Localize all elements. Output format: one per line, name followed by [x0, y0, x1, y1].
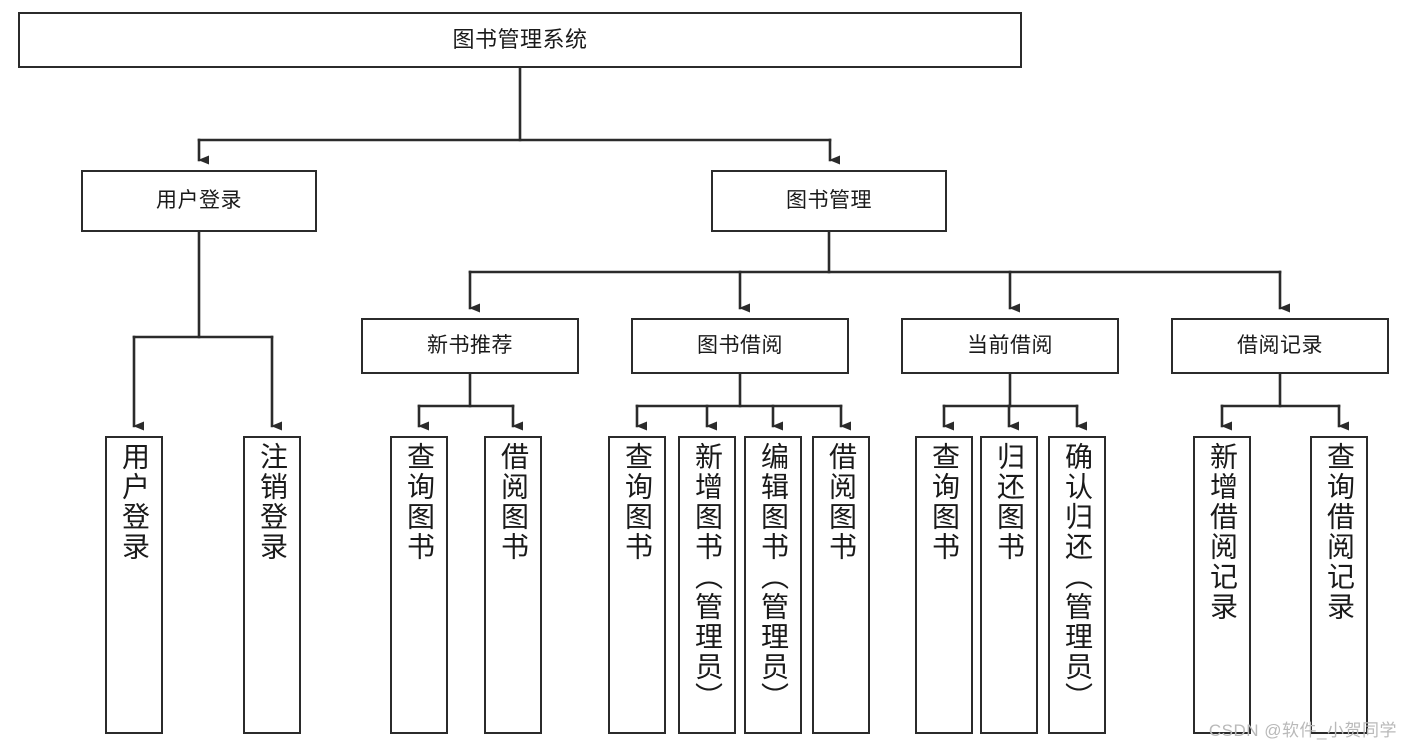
- leaf-return-book[interactable]: 归还图书: [980, 436, 1038, 734]
- leaf-add-book[interactable]: 新增图书（管理员）: [678, 436, 736, 734]
- node-label: 当前借阅: [967, 333, 1053, 357]
- leaf-borrow-book-1[interactable]: 借阅图书: [484, 436, 542, 734]
- node-borrow-record[interactable]: 借阅记录: [1171, 318, 1389, 374]
- node-book-borrow[interactable]: 图书借阅: [631, 318, 849, 374]
- node-label: 用户登录: [119, 442, 150, 562]
- node-label: 借阅图书: [498, 442, 529, 562]
- node-label: 归还图书: [994, 442, 1025, 562]
- node-label: 借阅图书: [826, 442, 857, 562]
- node-label: 图书管理系统: [452, 27, 588, 53]
- node-book-management[interactable]: 图书管理: [711, 170, 947, 232]
- node-label: 新书推荐: [427, 333, 513, 357]
- node-label: 图书借阅: [697, 333, 783, 357]
- node-label: 查询借阅记录: [1324, 442, 1355, 622]
- node-label: 编辑图书（管理员）: [758, 442, 789, 712]
- node-label: 查询图书: [929, 442, 960, 562]
- leaf-user-login[interactable]: 用户登录: [105, 436, 163, 734]
- leaf-user-logout[interactable]: 注销登录: [243, 436, 301, 734]
- node-label: 查询图书: [622, 442, 653, 562]
- node-label: 新增借阅记录: [1207, 442, 1238, 622]
- leaf-add-borrow-record[interactable]: 新增借阅记录: [1193, 436, 1251, 734]
- node-current-borrow[interactable]: 当前借阅: [901, 318, 1119, 374]
- leaf-query-book-2[interactable]: 查询图书: [608, 436, 666, 734]
- node-book-management-system[interactable]: 图书管理系统: [18, 12, 1022, 68]
- node-label: 查询图书: [404, 442, 435, 562]
- leaf-edit-book[interactable]: 编辑图书（管理员）: [744, 436, 802, 734]
- leaf-query-borrow-record[interactable]: 查询借阅记录: [1310, 436, 1368, 734]
- node-label: 注销登录: [257, 442, 288, 562]
- node-label: 图书管理: [786, 188, 872, 212]
- node-user-login[interactable]: 用户登录: [81, 170, 317, 232]
- node-label: 用户登录: [156, 188, 242, 212]
- leaf-query-book-1[interactable]: 查询图书: [390, 436, 448, 734]
- node-label: 借阅记录: [1237, 333, 1323, 357]
- node-label: 新增图书（管理员）: [692, 442, 723, 712]
- leaf-confirm-return[interactable]: 确认归还（管理员）: [1048, 436, 1106, 734]
- node-new-book-recommend[interactable]: 新书推荐: [361, 318, 579, 374]
- leaf-borrow-book-2[interactable]: 借阅图书: [812, 436, 870, 734]
- node-label: 确认归还（管理员）: [1062, 442, 1093, 712]
- leaf-query-book-3[interactable]: 查询图书: [915, 436, 973, 734]
- csdn-watermark: CSDN @软件_小贺同学: [1208, 721, 1397, 740]
